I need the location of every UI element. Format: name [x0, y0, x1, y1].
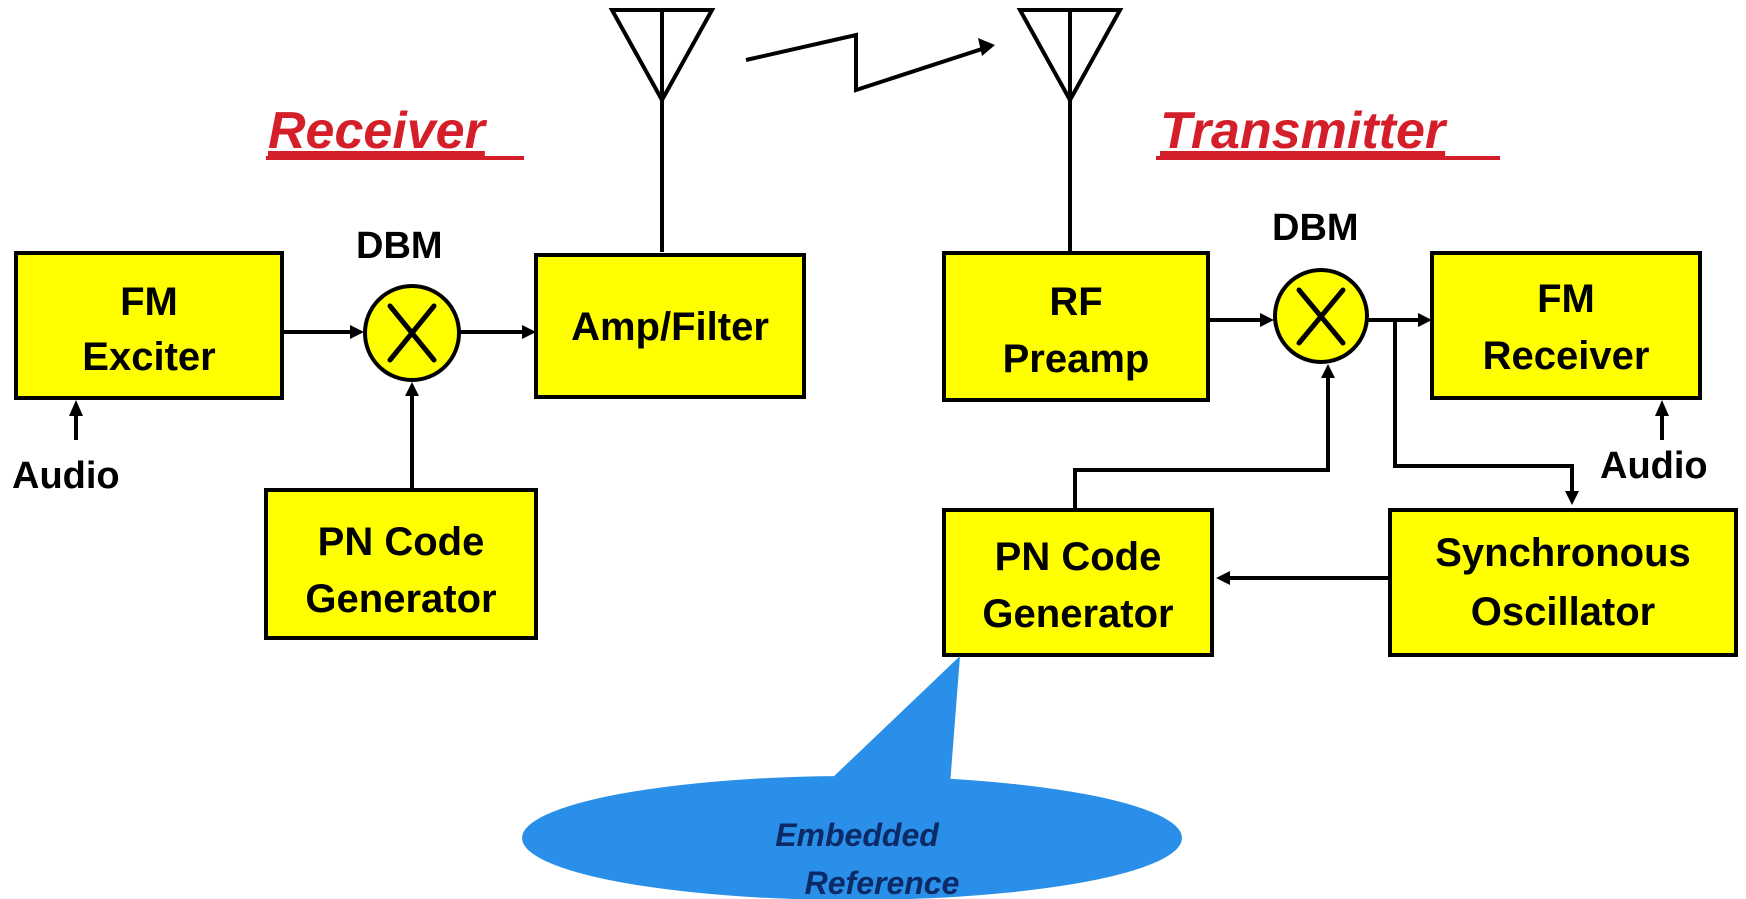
rf-preamp-block: RF Preamp [942, 251, 1210, 402]
receiver-pn-label-line2: Generator [305, 577, 496, 621]
synchronous-oscillator-block: Synchronous Oscillator [1388, 508, 1738, 657]
rf-preamp-label-line1: RF [1049, 280, 1102, 324]
transmitter-dbm-mixer [1273, 268, 1369, 364]
sync-oscillator-to-pn-arrow [1216, 571, 1390, 585]
fm-receiver-label-line2: Receiver [1483, 334, 1650, 378]
transmitter-title: Transmitter [1160, 102, 1448, 160]
fm-exciter-block: FM Exciter [14, 251, 284, 400]
callout-text-line2: Reference [805, 865, 960, 899]
receiver-dbm-label: DBM [356, 225, 443, 267]
fm-receiver-label-line1: FM [1537, 277, 1595, 321]
receiver-title: Receiver [268, 102, 488, 160]
preamp-to-mixer-arrow [1208, 313, 1274, 327]
amp-filter-block: Amp/Filter [534, 253, 806, 399]
pn-to-receiver-mixer-arrow [405, 382, 419, 490]
transmitter-audio-label: Audio [1600, 445, 1708, 487]
transmitter-audio-output: Audio [1600, 400, 1708, 487]
callout-text-line1: Embedded [775, 817, 940, 853]
transmitter-dbm-label: DBM [1272, 207, 1359, 249]
amp-filter-label: Amp/Filter [571, 305, 769, 349]
transmitter-pn-code-generator-block: PN Code Generator [942, 508, 1214, 657]
fm-exciter-label-line1: FM [120, 280, 178, 324]
transmitter-antenna-icon [1016, 8, 1124, 252]
receiver-pn-code-generator-block: PN Code Generator [264, 488, 538, 640]
mixer-to-sync-oscillator-arrow [1393, 320, 1579, 505]
sync-oscillator-label-line2: Oscillator [1471, 590, 1656, 634]
mixer-to-amp-arrow [459, 325, 536, 339]
receiver-audio-label: Audio [12, 455, 120, 497]
fm-exciter-label-line2: Exciter [82, 335, 215, 379]
receiver-pn-label-line1: PN Code [318, 520, 485, 564]
mixer-to-fm-receiver-arrow [1367, 313, 1432, 327]
exciter-to-mixer-arrow [282, 325, 364, 339]
rf-preamp-label-line2: Preamp [1003, 337, 1150, 381]
transmitter-pn-label-line1: PN Code [995, 535, 1162, 579]
receiver-antenna-icon [608, 8, 716, 252]
embedded-reference-callout: Embedded Reference [522, 656, 1182, 899]
sync-oscillator-label-line1: Synchronous [1435, 531, 1691, 575]
receiver-dbm-mixer [363, 284, 461, 382]
transmitter-pn-label-line2: Generator [982, 592, 1173, 636]
receiver-audio-input: Audio [12, 400, 120, 497]
fm-receiver-block: FM Receiver [1430, 251, 1702, 400]
wireless-link-arrow-icon [745, 32, 995, 93]
pn-to-transmitter-mixer-arrow [1073, 364, 1335, 510]
